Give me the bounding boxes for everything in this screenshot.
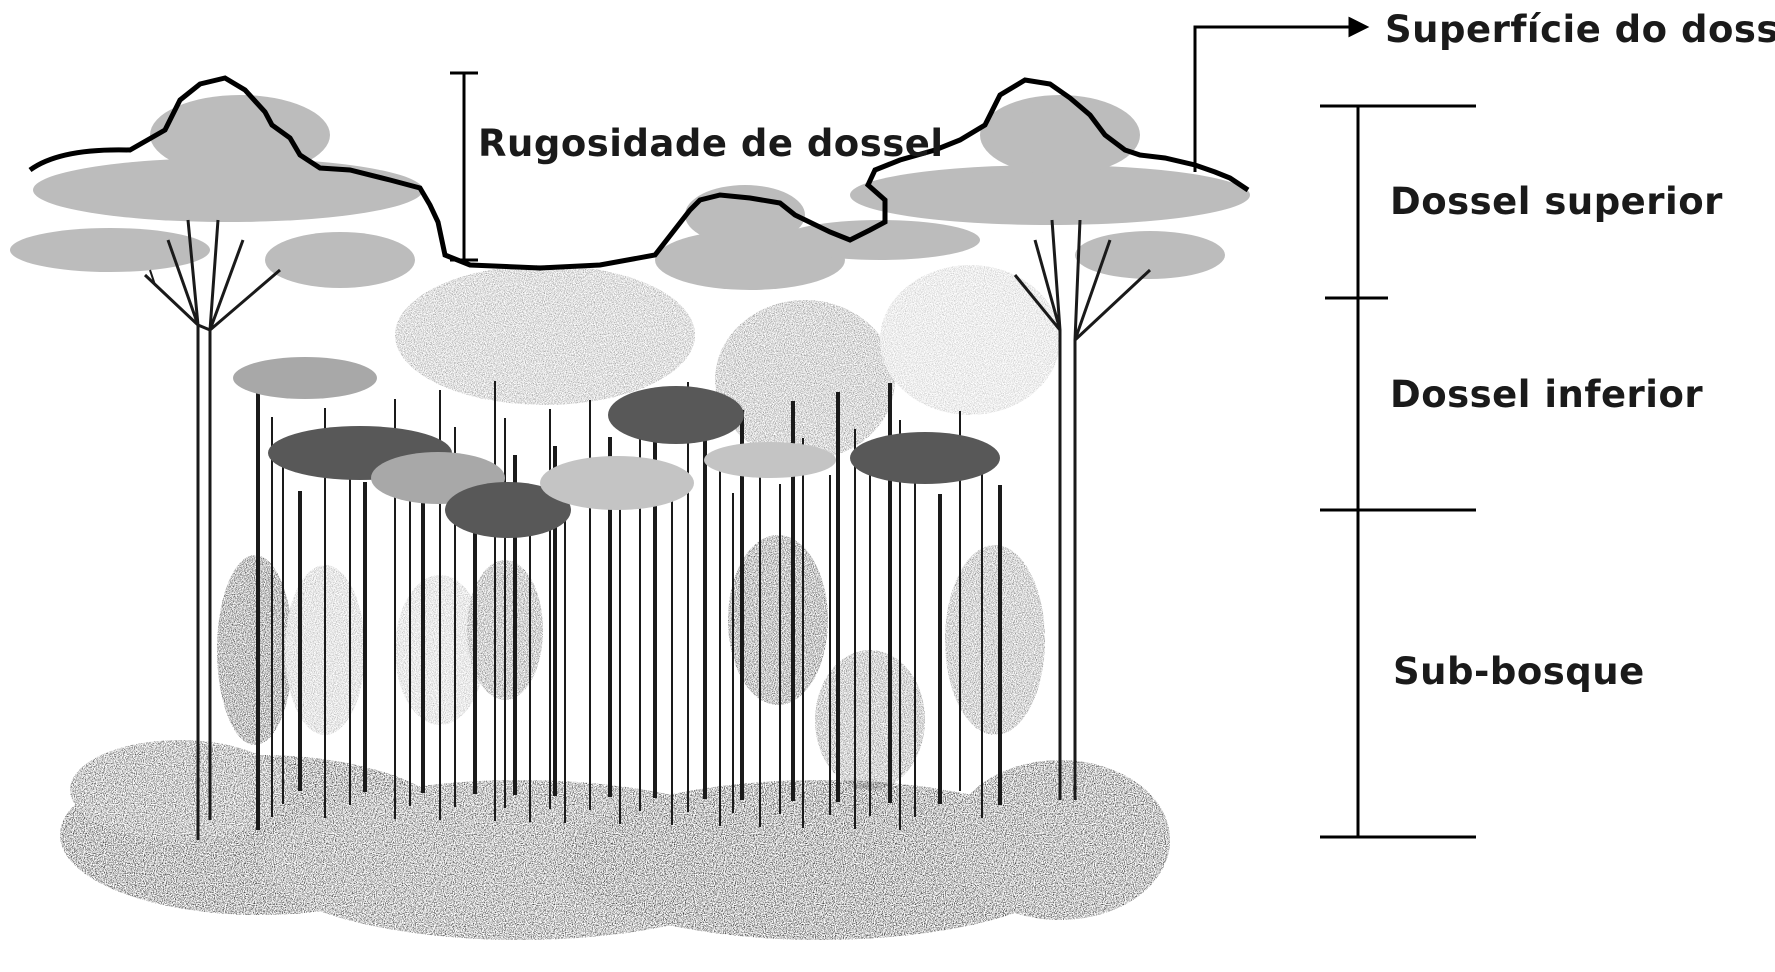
lower-canopy-crowns [233, 357, 1000, 538]
understory-label: Sub-bosque [1393, 650, 1645, 693]
understory-speckled [217, 535, 1045, 790]
canopy-surface-label: Superfície do dossel [1385, 8, 1775, 51]
lower-canopy-speckled [395, 265, 1060, 460]
emergent-trunk-right [1013, 219, 1152, 800]
tree-trunks [256, 380, 1002, 830]
canopy-surface-arrow [1193, 16, 1370, 172]
upper-canopy-label: Dossel superior [1390, 180, 1723, 223]
canopy-surface-outline [28, 75, 1250, 271]
strata-scale [1320, 104, 1476, 839]
lower-canopy-label: Dossel inferior [1390, 373, 1704, 416]
ground-shrubs [60, 740, 1170, 940]
roughness-bracket [450, 71, 478, 262]
canopy-roughness-label: Rugosidade de dossel [478, 122, 944, 165]
emergent-crowns [10, 95, 1250, 290]
emergent-trunk-left [143, 219, 281, 840]
